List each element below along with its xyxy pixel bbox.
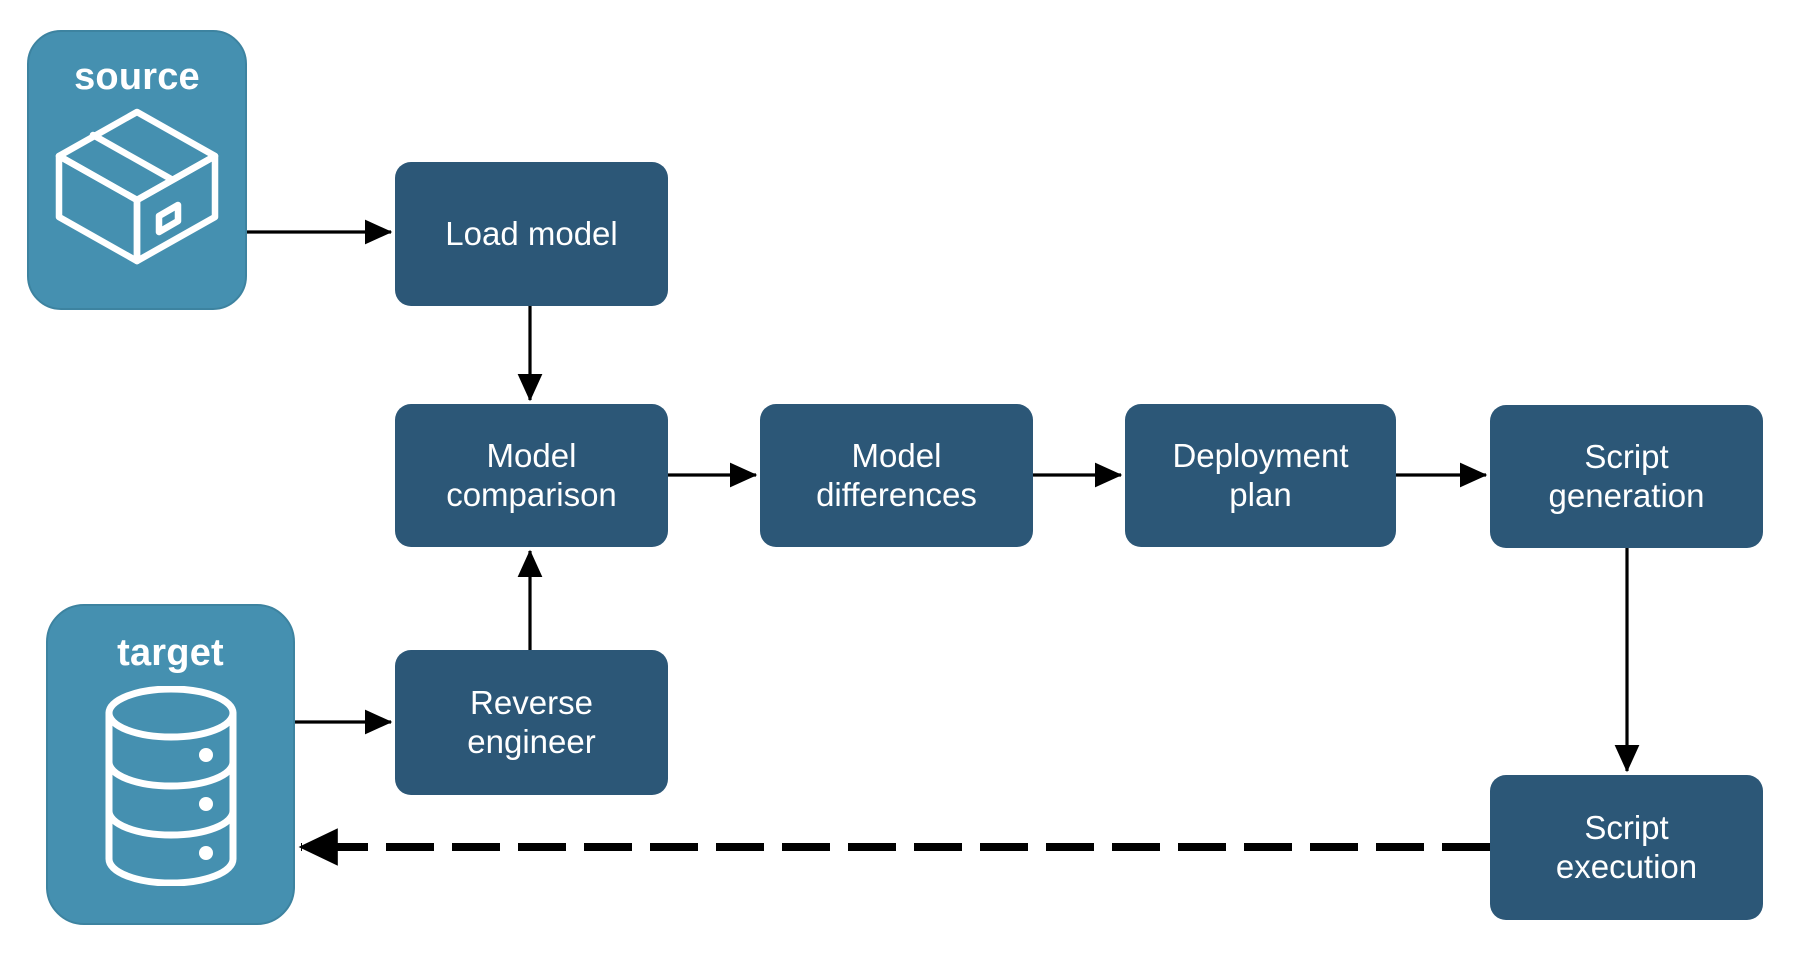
endpoint-target[interactable]: target: [46, 604, 295, 925]
process-reverse-engineer-label: Reverse engineer: [467, 683, 596, 760]
process-script-generation-label: Script generation: [1548, 437, 1705, 514]
process-deployment-plan-label: Deployment plan: [1172, 436, 1349, 513]
process-load-model[interactable]: Load model: [395, 162, 668, 306]
package-box-icon: [47, 104, 227, 274]
process-script-generation[interactable]: Script generation: [1490, 405, 1763, 548]
endpoint-target-label: target: [117, 632, 224, 674]
endpoint-source[interactable]: source: [27, 30, 247, 310]
process-script-execution[interactable]: Script execution: [1490, 775, 1763, 920]
endpoint-source-label: source: [74, 56, 200, 98]
process-script-execution-label: Script execution: [1555, 808, 1698, 885]
process-model-comparison-label: Model comparison: [446, 436, 617, 513]
process-deployment-plan[interactable]: Deployment plan: [1125, 404, 1396, 547]
process-load-model-label: Load model: [445, 214, 618, 252]
process-model-comparison[interactable]: Model comparison: [395, 404, 668, 547]
process-model-differences[interactable]: Model differences: [760, 404, 1033, 547]
database-cylinder-icon: [91, 685, 251, 891]
process-reverse-engineer[interactable]: Reverse engineer: [395, 650, 668, 795]
process-model-differences-label: Model differences: [816, 436, 977, 513]
